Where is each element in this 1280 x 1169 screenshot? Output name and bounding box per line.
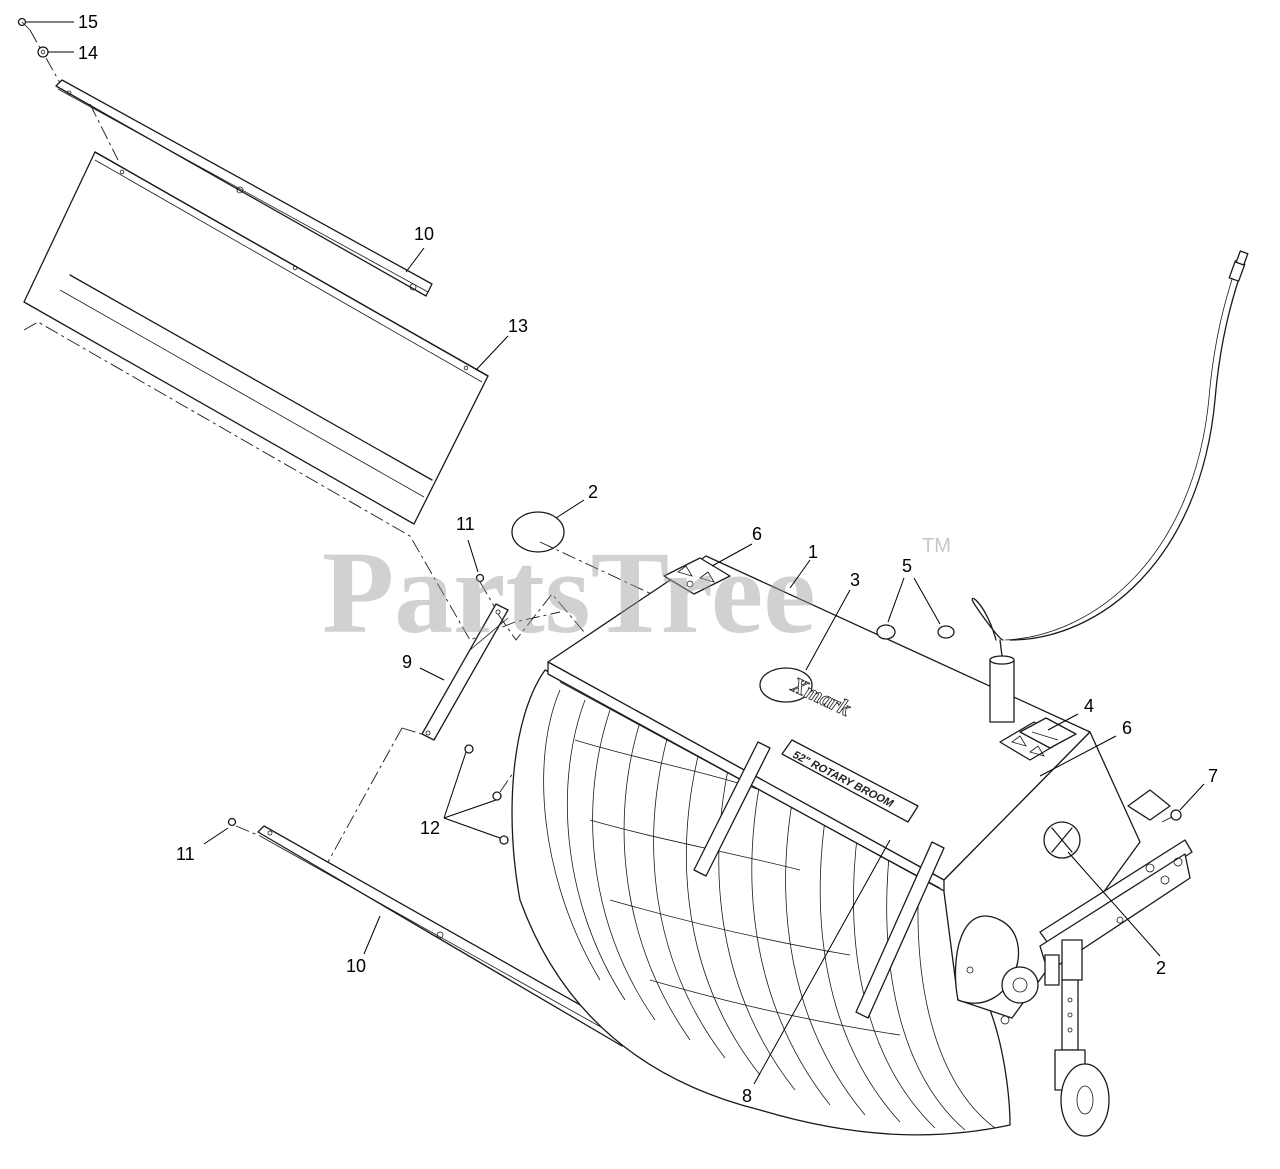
callout-14: 14	[78, 43, 98, 63]
shield-13	[23, 151, 489, 525]
screw-11-left	[227, 817, 261, 837]
callout-11-top: 11	[456, 514, 475, 534]
callout-10-upper: 10	[414, 224, 434, 244]
broom-assembly: 52" ROTARY BROOM Xmark	[511, 250, 1249, 1137]
callout-2-disc: 2	[588, 482, 598, 502]
watermark-tm: TM	[922, 535, 951, 557]
callout-11-left: 11	[176, 844, 195, 864]
decal-disc-2	[511, 511, 565, 553]
callout-3: 3	[850, 570, 860, 590]
warning-decal-6-top	[663, 557, 731, 595]
callout-labels: 15 14 10 13 2 11 6 1 3 5 9 4 6 7 12 11 2…	[78, 12, 1218, 1106]
screw-11-top	[475, 573, 495, 607]
callout-6-top: 6	[752, 524, 762, 544]
bracket-9	[421, 603, 509, 741]
plug-5b	[937, 625, 955, 639]
actuator	[971, 250, 1249, 723]
callout-15: 15	[78, 12, 98, 32]
end-decal-2	[1043, 821, 1081, 859]
caster-wheel	[1044, 939, 1110, 1137]
callout-8: 8	[742, 1086, 752, 1106]
callout-12: 12	[420, 818, 440, 838]
callout-10-lower: 10	[346, 956, 366, 976]
flat-bar-upper-10	[55, 79, 433, 297]
callout-1: 1	[808, 542, 818, 562]
nuts-12	[464, 744, 509, 845]
washer-14	[37, 46, 49, 58]
callout-4: 4	[1084, 696, 1094, 716]
callout-7: 7	[1208, 766, 1218, 786]
decal-4	[1019, 717, 1077, 749]
callout-leaders	[26, 21, 1205, 1085]
callout-9: 9	[402, 652, 412, 672]
watermark-text: PartsTree	[322, 527, 816, 658]
plug-5a	[876, 624, 896, 640]
callout-13: 13	[508, 316, 528, 336]
callout-5: 5	[902, 556, 912, 576]
bolt-7	[1161, 809, 1182, 823]
screw-15	[17, 17, 31, 31]
callout-2-end: 2	[1156, 958, 1166, 978]
callout-6-right: 6	[1122, 718, 1132, 738]
